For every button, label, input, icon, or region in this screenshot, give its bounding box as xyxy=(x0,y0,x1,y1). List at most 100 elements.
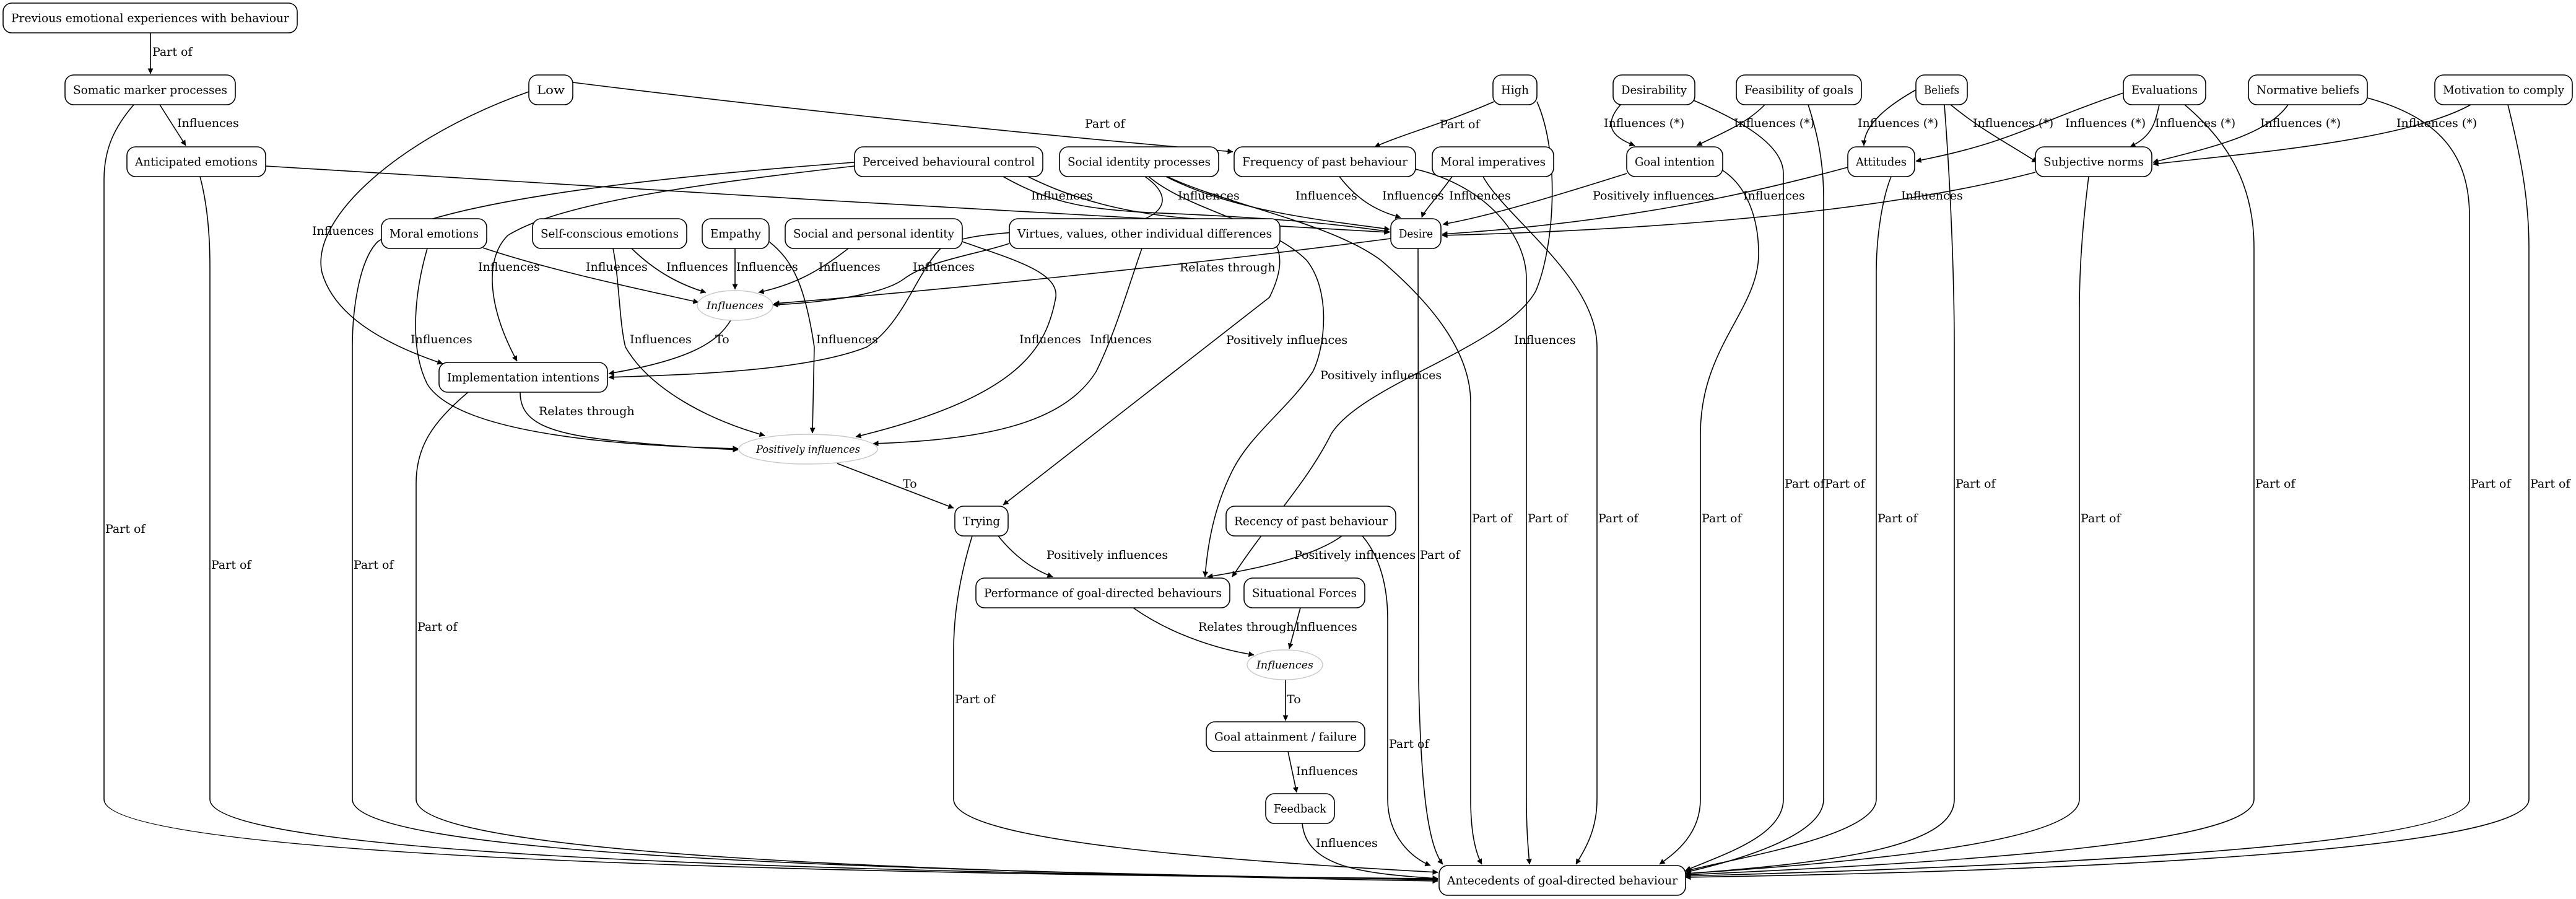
node-label: High xyxy=(1501,84,1529,97)
edge-line xyxy=(1339,176,1401,219)
edge-line xyxy=(2152,104,2289,164)
edge-label: Influences xyxy=(1316,836,1378,850)
edge-line xyxy=(768,241,816,434)
edge-low-to-freq xyxy=(572,82,1234,154)
edge-line xyxy=(1685,176,1892,873)
edge-label: Influences (*) xyxy=(1973,116,2053,130)
edge-line xyxy=(1165,176,1390,232)
edge-label: Relates through xyxy=(539,405,635,418)
edge-line xyxy=(631,248,707,294)
node-label: Situational Forces xyxy=(1252,587,1357,600)
node-subjnorms[interactable]: Subjective norms xyxy=(2035,146,2152,177)
edge-evaluations-to-subjnorms xyxy=(2130,104,2160,147)
node-spid[interactable]: Social and personal identity xyxy=(785,218,963,249)
node-freq[interactable]: Frequency of past behaviour xyxy=(1234,146,1416,177)
edge-trying-to-antecedents xyxy=(953,535,1438,875)
node-moralemo[interactable]: Moral emotions xyxy=(381,218,487,249)
edge-label: Relates through xyxy=(1180,261,1276,274)
node-feedback[interactable]: Feedback xyxy=(1265,793,1335,824)
edge-line xyxy=(608,320,731,376)
edge-feedback-to-antecedents xyxy=(1302,823,1438,881)
node-box xyxy=(1009,218,1281,249)
node-goalatt[interactable]: Goal attainment / failure xyxy=(1206,721,1365,752)
edge-line xyxy=(998,535,1053,578)
edge-label: Influences xyxy=(1295,620,1357,634)
edge-label: Influences (*) xyxy=(2260,116,2341,130)
edge-spid-to-j_posinf xyxy=(855,241,1056,439)
node-anticipated[interactable]: Anticipated emotions xyxy=(126,146,266,177)
node-trying[interactable]: Trying xyxy=(954,506,1009,537)
edge-line xyxy=(1611,104,1635,147)
node-situational[interactable]: Situational Forces xyxy=(1243,577,1365,608)
edge-goalint-to-desire xyxy=(1442,173,1627,226)
edge-label: Influences xyxy=(1514,333,1576,347)
edge-label: Part of xyxy=(1528,512,1569,525)
node-virtues[interactable]: Virtues, values, other individual differ… xyxy=(1009,218,1281,249)
edge-desirability-to-antecedents xyxy=(1685,100,1784,871)
edge-line xyxy=(1442,167,1848,237)
junction-j_infl1[interactable]: Influences xyxy=(697,290,773,321)
edge-line xyxy=(1232,101,1553,577)
node-prev[interactable]: Previous emotional experiences with beha… xyxy=(2,2,298,33)
edge-line xyxy=(320,91,529,365)
node-feasibility[interactable]: Feasibility of goals xyxy=(1736,74,1862,105)
edge-line xyxy=(416,392,1438,884)
junction-j_posinf[interactable]: Positively influences xyxy=(738,434,878,465)
edge-subjnorms-to-antecedents xyxy=(1685,176,2089,876)
junction-j_infl2[interactable]: Influences xyxy=(1247,649,1323,680)
edge-selfcon-to-j_posinf xyxy=(612,248,765,437)
node-goalint[interactable]: Goal intention xyxy=(1626,146,1723,177)
node-box xyxy=(381,218,487,249)
edge-line xyxy=(612,248,765,437)
edge-spid-to-j_infl1 xyxy=(758,248,849,294)
edge-motivation-to-antecedents xyxy=(1685,104,2530,880)
edge-trying-to-perf xyxy=(998,535,1053,578)
node-label: Performance of goal-directed behaviours xyxy=(984,587,1222,600)
edge-line xyxy=(1442,173,1627,226)
node-pbc[interactable]: Perceived behavioural control xyxy=(854,146,1043,177)
node-high[interactable]: High xyxy=(1492,74,1538,105)
node-box xyxy=(1234,146,1416,177)
edge-perf-to-j_infl2 xyxy=(1133,607,1255,657)
node-beliefs[interactable]: Beliefs xyxy=(1915,74,1968,105)
node-antecedents[interactable]: Antecedents of goal-directed behaviour xyxy=(1438,865,1686,896)
edge-line xyxy=(1696,104,1765,146)
node-box xyxy=(2123,74,2206,105)
edge-label: Part of xyxy=(955,693,996,706)
node-attitudes[interactable]: Attitudes xyxy=(1847,146,1915,177)
node-low[interactable]: Low xyxy=(528,74,573,105)
edge-sip-to-antecedents xyxy=(1167,176,1482,865)
node-moralimp[interactable]: Moral imperatives xyxy=(1432,146,1554,177)
node-desire[interactable]: Desire xyxy=(1390,218,1442,249)
edge-somatic-to-antecedents xyxy=(103,104,1438,882)
node-sip[interactable]: Social identity processes xyxy=(1059,146,1219,177)
edge-line xyxy=(415,248,739,452)
edge-label: Influences xyxy=(736,260,798,274)
node-desirability[interactable]: Desirability xyxy=(1612,74,1695,105)
node-box xyxy=(532,218,687,249)
edge-line xyxy=(872,248,1142,447)
edge-label: Influences xyxy=(816,333,878,346)
edge-label: Positively influences xyxy=(1046,548,1168,562)
edge-normbeliefs-to-subjnorms xyxy=(2152,104,2289,164)
node-normbeliefs[interactable]: Normative beliefs xyxy=(2248,74,2368,105)
edge-label: Influences xyxy=(1295,189,1357,203)
node-recency[interactable]: Recency of past behaviour xyxy=(1225,506,1396,537)
node-selfcon[interactable]: Self-conscious emotions xyxy=(532,218,687,249)
edge-line xyxy=(1302,823,1438,881)
node-box xyxy=(438,362,608,393)
edge-evaluations-to-attitudes xyxy=(1915,92,2124,163)
node-somatic[interactable]: Somatic marker processes xyxy=(64,74,236,105)
node-empathy[interactable]: Empathy xyxy=(702,218,770,249)
edge-label: Influences xyxy=(1178,189,1240,203)
node-implint[interactable]: Implementation intentions xyxy=(438,362,608,393)
node-evaluations[interactable]: Evaluations xyxy=(2123,74,2206,105)
junction-ellipse xyxy=(738,434,878,465)
edge-line xyxy=(1685,104,1955,876)
node-perf[interactable]: Performance of goal-directed behaviours xyxy=(975,577,1230,608)
edge-line xyxy=(1362,535,1431,866)
edge-label: Positively influences xyxy=(1294,548,1416,562)
edge-label: Influences xyxy=(1449,189,1511,203)
node-box xyxy=(1626,146,1723,177)
node-motivation[interactable]: Motivation to comply xyxy=(2434,74,2573,105)
